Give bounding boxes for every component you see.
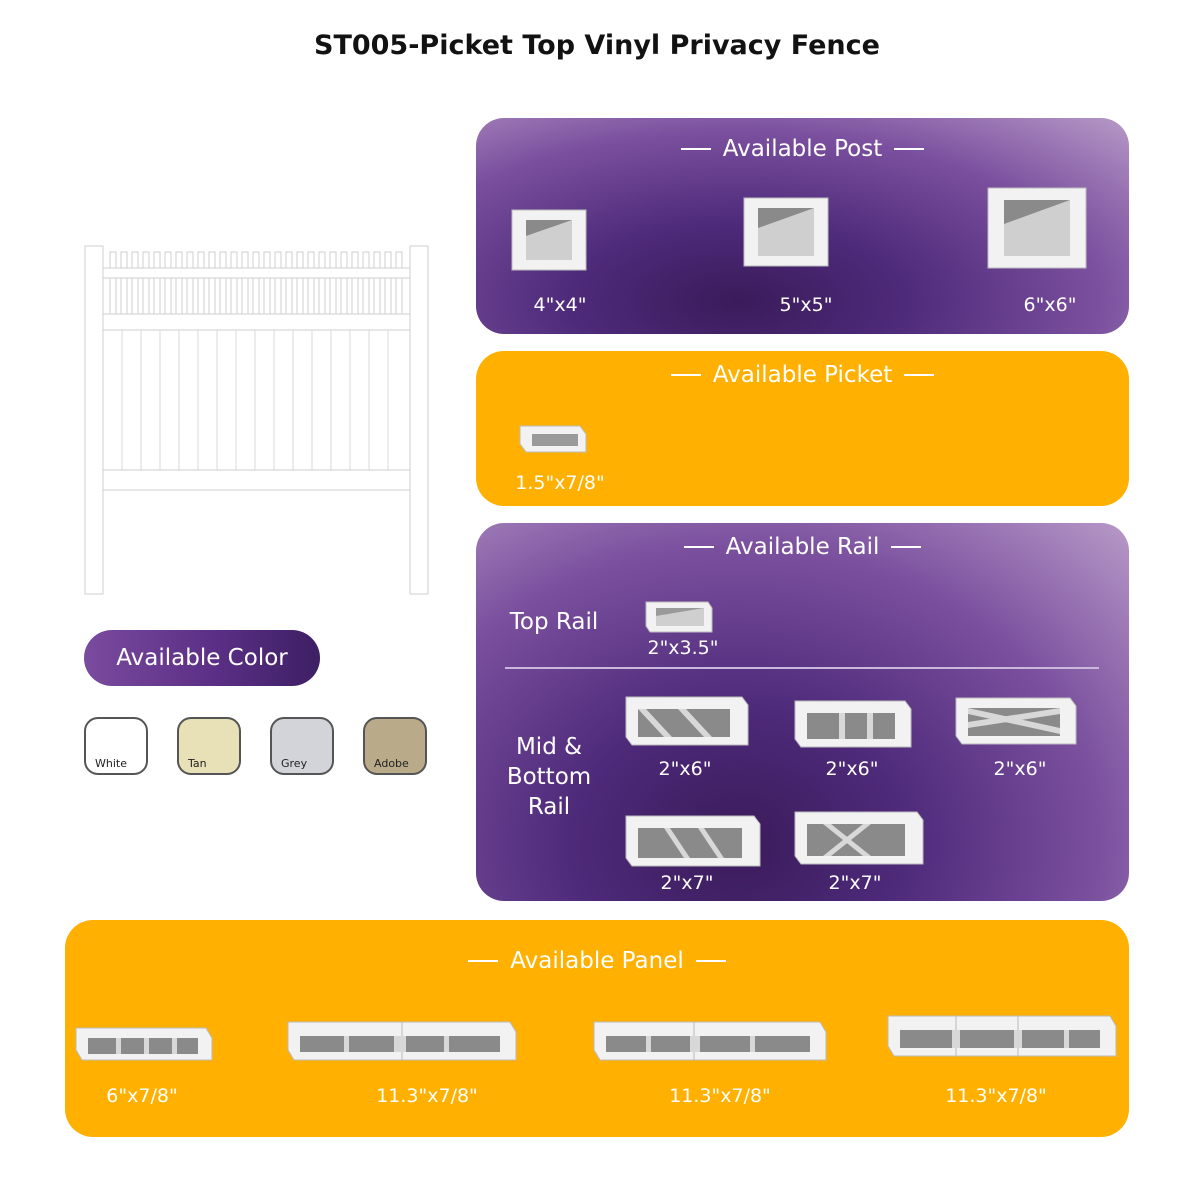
picket-size-label: 1.5"x7/8"	[515, 472, 605, 494]
top-rail-image	[645, 601, 713, 633]
mid-rail-size-label: 2"x6"	[993, 758, 1047, 780]
mid-rail-size-label: 2"x7"	[828, 872, 882, 894]
post-6x6-image	[987, 187, 1087, 269]
post-4x4-image	[511, 209, 587, 271]
swatch-label: Adobe	[374, 757, 409, 770]
swatch-grey[interactable]: Grey	[270, 717, 334, 775]
picket-section	[476, 351, 1129, 506]
mid-rail-size-label: 2"x6"	[825, 758, 879, 780]
swatch-white[interactable]: White	[84, 717, 148, 775]
post-size-label: 4"x4"	[533, 294, 587, 316]
rail-divider	[505, 667, 1099, 669]
page-title: ST005-Picket Top Vinyl Privacy Fence	[314, 30, 880, 61]
rail-section-title: Available Rail	[476, 534, 1129, 560]
mid-rail-size-label: 2"x7"	[660, 872, 714, 894]
top-rail-size-label: 2"x3.5"	[647, 637, 719, 659]
mid-rail-image	[794, 811, 924, 865]
swatch-tan[interactable]: Tan	[177, 717, 241, 775]
mid-rail-image	[794, 700, 912, 748]
panel-size-label: 11.3"x7/8"	[945, 1085, 1047, 1107]
panel-image	[887, 1015, 1117, 1057]
panel-image	[287, 1021, 517, 1061]
top-rail-label: Top Rail	[509, 609, 599, 635]
panel-image	[75, 1027, 213, 1061]
post-size-label: 6"x6"	[1023, 294, 1077, 316]
mid-rail-image	[625, 696, 749, 746]
picket-section-title: Available Picket	[476, 362, 1129, 388]
mid-rail-image	[955, 697, 1077, 745]
available-color-badge: Available Color	[84, 630, 320, 686]
panel-size-label: 11.3"x7/8"	[669, 1085, 771, 1107]
panel-image	[593, 1021, 827, 1061]
fence-image	[84, 245, 429, 595]
panel-size-label: 11.3"x7/8"	[376, 1085, 478, 1107]
post-size-label: 5"x5"	[779, 294, 833, 316]
mid-rail-image	[625, 815, 761, 867]
swatch-label: Grey	[281, 757, 308, 770]
panel-section-title: Available Panel	[65, 948, 1129, 974]
swatch-label: Tan	[188, 757, 207, 770]
picket-image	[519, 425, 587, 453]
post-5x5-image	[743, 197, 829, 267]
swatch-adobe[interactable]: Adobe	[363, 717, 427, 775]
mid-rail-size-label: 2"x6"	[658, 758, 712, 780]
post-section-title: Available Post	[476, 136, 1129, 162]
swatch-label: White	[95, 757, 127, 770]
panel-size-label: 6"x7/8"	[106, 1085, 178, 1107]
